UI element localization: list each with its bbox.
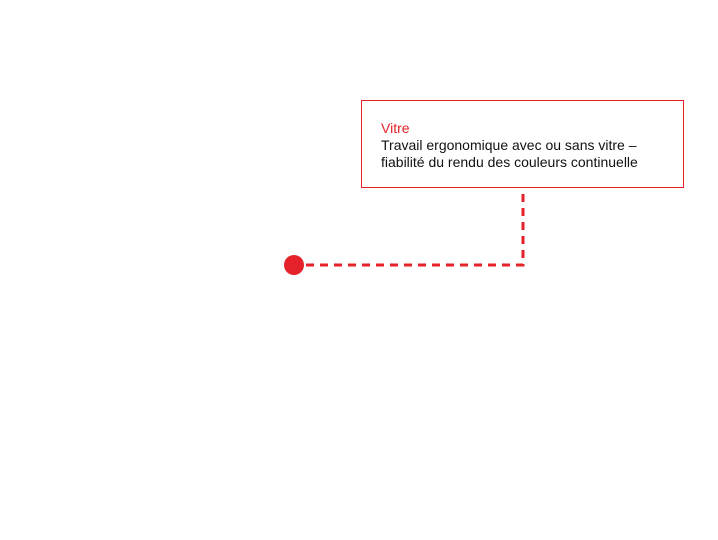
callout-description-line-2: fiabilité du rendu des couleurs continue… [381,154,638,170]
callout-description-line-1: Travail ergonomique avec ou sans vitre – [381,137,637,153]
hotspot-dot[interactable] [284,255,304,275]
callout-box: Vitre Travail ergonomique avec ou sans v… [361,100,684,188]
dashed-connector-line [306,189,525,267]
callout-title: Vitre [381,120,410,136]
